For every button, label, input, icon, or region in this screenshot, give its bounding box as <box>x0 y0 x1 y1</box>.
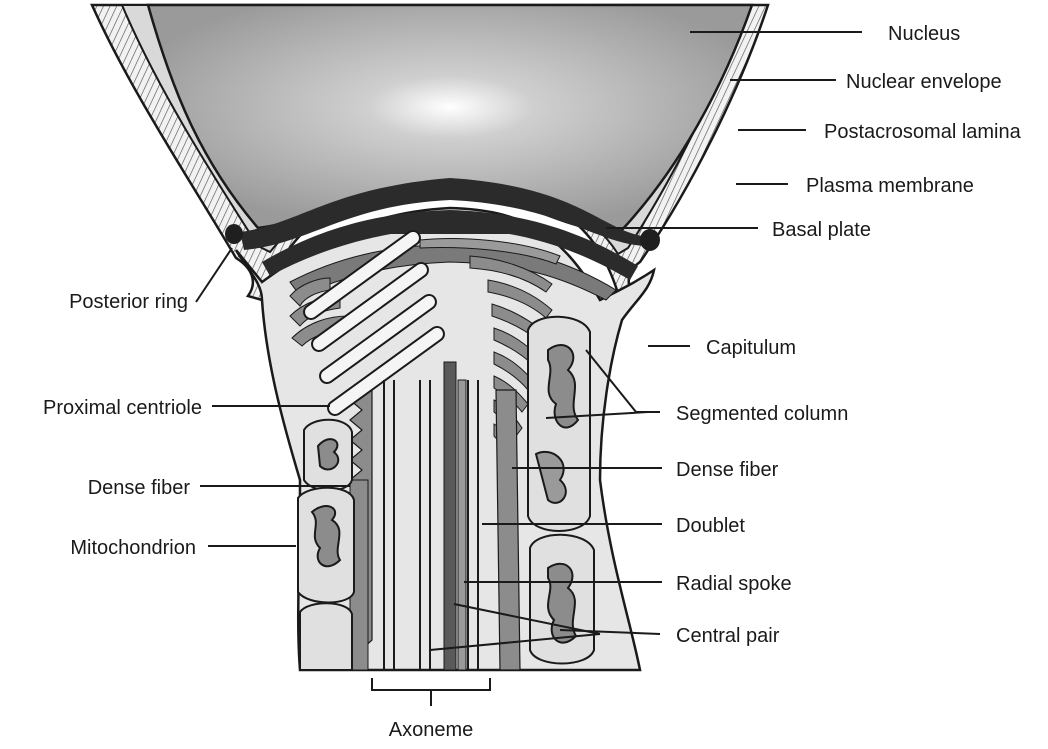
label-radial-spoke: Radial spoke <box>676 573 792 595</box>
label-proximal-centriole: Proximal centriole <box>43 397 202 419</box>
doublet <box>444 362 456 670</box>
label-posterior-ring: Posterior ring <box>69 291 188 313</box>
label-dense-fiber-left: Dense fiber <box>88 477 191 499</box>
posterior-ring-right <box>640 229 660 251</box>
axoneme-bracket <box>372 678 490 706</box>
right-dense-fiber-column <box>496 390 520 670</box>
capitulum-strip-1 <box>380 226 540 234</box>
label-doublet: Doublet <box>676 515 745 537</box>
label-capitulum: Capitulum <box>706 337 796 359</box>
label-mitochondrion: Mitochondrion <box>70 537 196 559</box>
label-central-pair: Central pair <box>676 625 780 647</box>
central-pair-rod <box>458 380 466 670</box>
label-basal-plate: Basal plate <box>772 219 871 241</box>
label-nucleus: Nucleus <box>888 23 960 45</box>
posterior-ring-left <box>225 224 243 244</box>
mitochondria-right <box>528 317 594 664</box>
label-dense-fiber-right: Dense fiber <box>676 459 779 481</box>
mitochondria-left <box>298 420 354 670</box>
label-axoneme: Axoneme <box>389 719 474 741</box>
label-segmented-column: Segmented column <box>676 403 848 425</box>
label-plasma-membrane: Plasma membrane <box>806 175 974 197</box>
neck-region <box>236 208 654 670</box>
label-postacrosomal-lamina: Postacrosomal lamina <box>824 121 1022 143</box>
label-nuclear-envelope: Nuclear envelope <box>846 71 1002 93</box>
